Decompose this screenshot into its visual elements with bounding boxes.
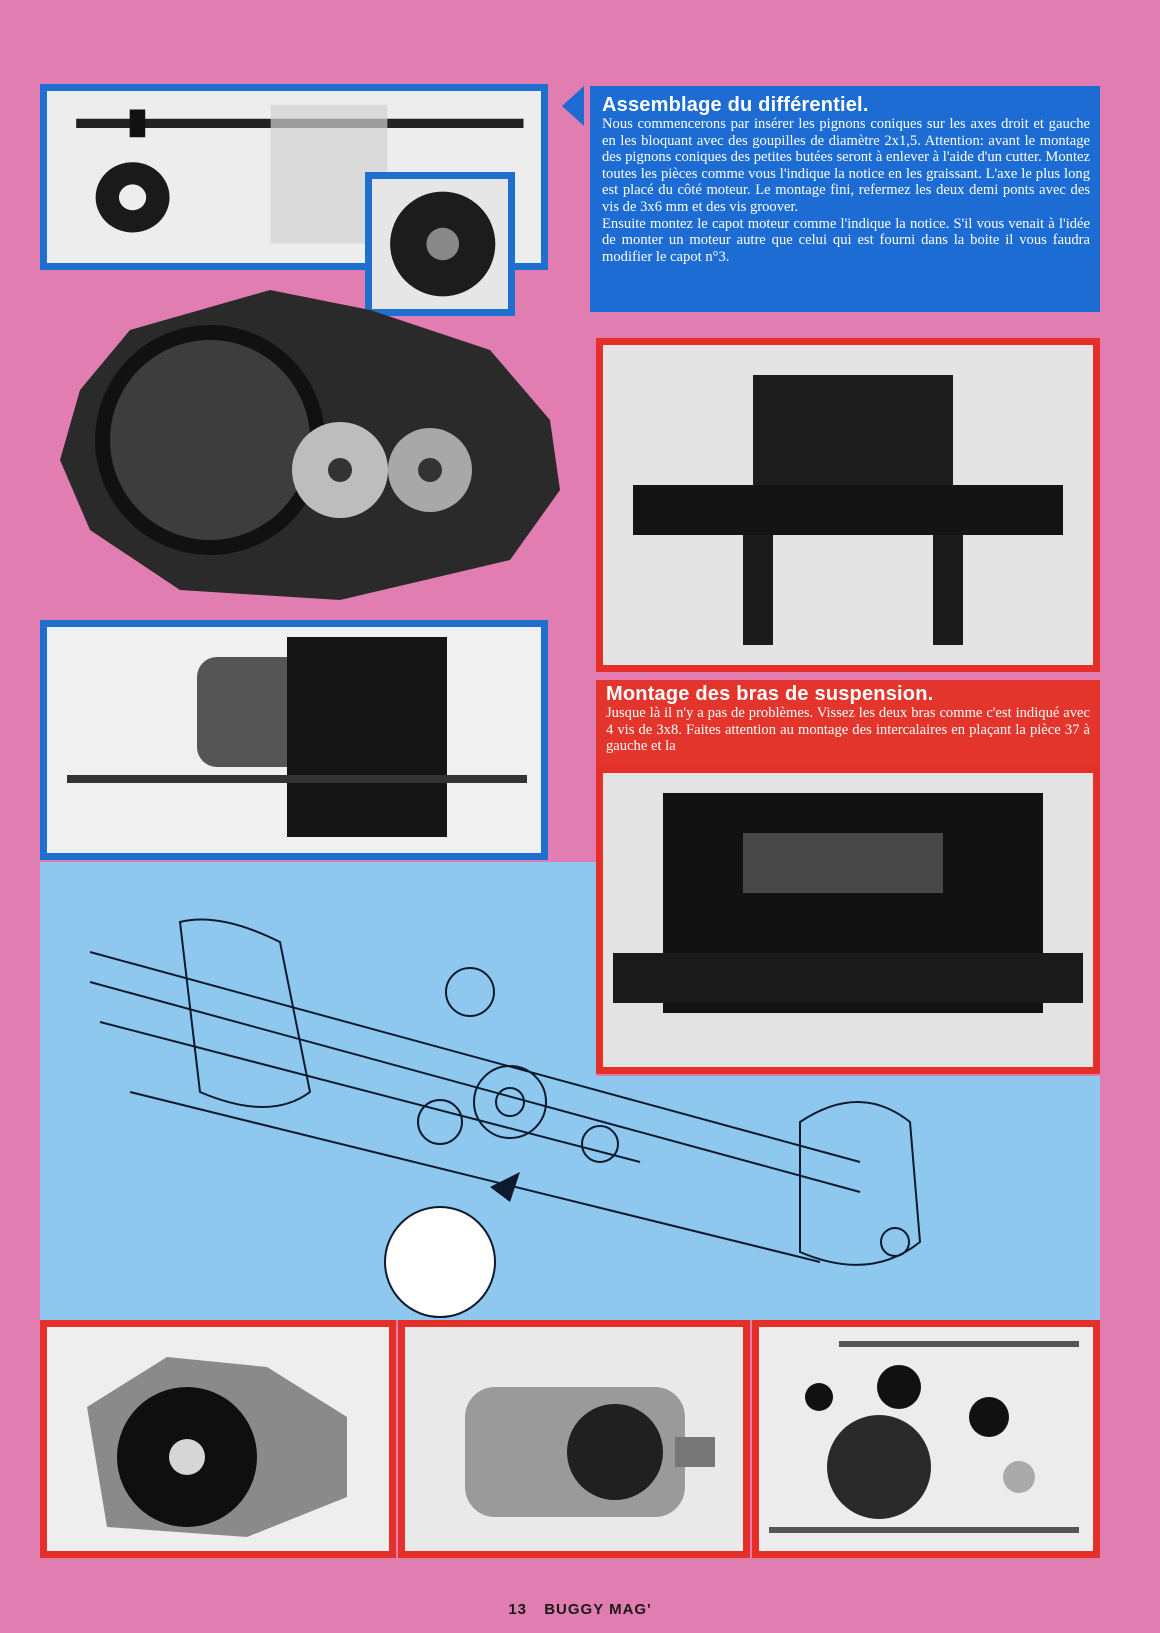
exploded-diagram-lower — [40, 1076, 1100, 1320]
blue-pointer — [562, 86, 584, 126]
photo-rear-assembly — [596, 338, 1100, 672]
page-number: 13 — [508, 1601, 528, 1618]
photo-motor — [398, 1320, 750, 1558]
section-differential-body: Nous commencerons par insérer les pignon… — [602, 116, 1090, 215]
photo-gearbox — [40, 280, 570, 610]
section-suspension-title: Montage des bras de suspension. — [606, 683, 934, 705]
section-differential-title: Assemblage du différentiel. — [602, 94, 869, 116]
page-footer: 13 BUGGY MAG' — [0, 1601, 1160, 1618]
photo-motor-gearbox — [40, 620, 548, 860]
section-differential: Assemblage du différentiel. Nous commenc… — [590, 86, 1100, 312]
section-differential-body2: Ensuite montez le capot moteur comme l'i… — [602, 215, 1090, 265]
photo-inset-spur-gear — [365, 172, 515, 316]
magazine-name: BUGGY MAG' — [544, 1601, 652, 1618]
exploded-diagram — [40, 862, 596, 1076]
photo-suspension-arms — [596, 766, 1100, 1074]
section-suspension: Montage des bras de suspension. Jusque l… — [596, 680, 1100, 772]
section-suspension-body: Jusque là il n'y a pas de problèmes. Vis… — [606, 705, 1090, 755]
photo-gearbox-open — [40, 1320, 396, 1558]
photo-gear-parts — [752, 1320, 1100, 1558]
exploded-diagram-drawing — [40, 862, 1100, 1320]
photo-axle-gears — [40, 84, 548, 270]
